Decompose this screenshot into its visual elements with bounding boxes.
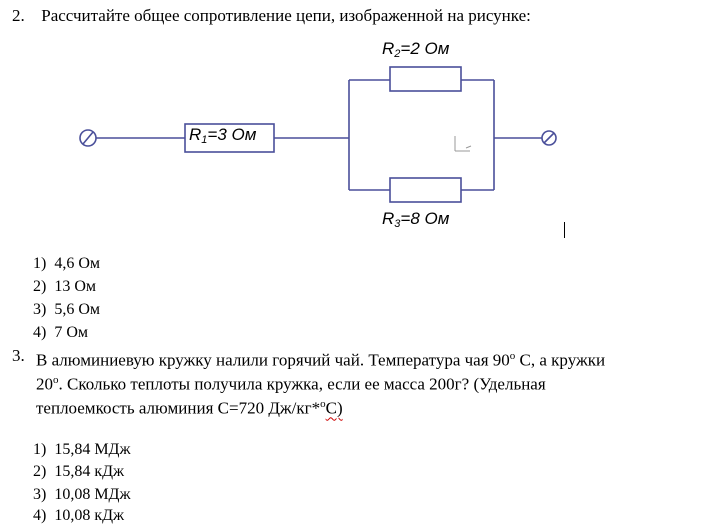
resistor-r2: [389, 66, 462, 92]
r3-label: R3=8 Ом: [382, 209, 450, 231]
question-2-header: 2. Рассчитайте общее сопротивление цепи,…: [12, 6, 531, 26]
q2-option-3[interactable]: 3) 5,6 Ом: [33, 301, 101, 318]
q2-option-2[interactable]: 2) 13 Ом: [33, 278, 97, 295]
q2-option-4[interactable]: 4) 7 Ом: [33, 324, 89, 341]
question-3-line-2: 20о. Сколько теплоты получила кружка, ес…: [36, 374, 546, 394]
question-3-number: 3.: [12, 346, 25, 365]
question-3-line-3: теплоемкость алюминия С=720 Дж/кг*оС): [36, 398, 343, 418]
question-2-text: Рассчитайте общее сопротивление цепи, из…: [41, 6, 531, 25]
cursor-mark: [454, 136, 472, 152]
left-terminal-slash: [82, 131, 94, 145]
q3-option-1[interactable]: 1) 15,84 МДж: [33, 441, 131, 458]
question-2-number: 2.: [12, 6, 25, 25]
q3-option-4[interactable]: 4) 10,08 кДж: [33, 507, 125, 524]
right-terminal: [541, 130, 557, 146]
r1-label: R1=3 Ом: [189, 125, 257, 147]
text-cursor: [564, 222, 565, 238]
q3-option-2[interactable]: 2) 15,84 кДж: [33, 463, 125, 480]
circuit-diagram: [79, 66, 557, 203]
question-3-line-1: В алюминиевую кружку налили горячий чай.…: [36, 350, 606, 370]
resistor-r3: [389, 177, 462, 203]
q2-option-1[interactable]: 1) 4,6 Ом: [33, 255, 101, 272]
r2-label: R2=2 Ом: [382, 39, 450, 61]
q3-option-3[interactable]: 3) 10,08 МДж: [33, 486, 131, 503]
right-terminal-slash: [543, 132, 555, 144]
